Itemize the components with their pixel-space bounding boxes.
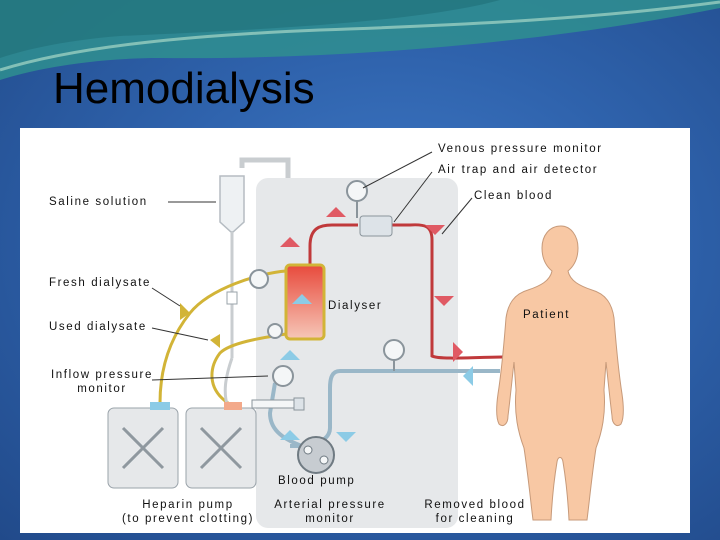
label-inflow-pressure-monitor: Inflow pressure monitor xyxy=(51,369,153,395)
venous-pressure-gauge xyxy=(346,180,368,202)
label-patient: Patient xyxy=(523,309,571,321)
hemodialysis-diagram: Venous pressure monitor Air trap and air… xyxy=(20,128,690,533)
label-fresh-dialysate: Fresh dialysate xyxy=(49,277,151,289)
used-dialysate-valve xyxy=(267,323,283,339)
fresh-dialysate-container xyxy=(107,402,179,489)
label-venous-pressure-monitor: Venous pressure monitor xyxy=(438,143,603,155)
label-saline-solution: Saline solution xyxy=(49,196,148,208)
heparin-syringe xyxy=(251,399,295,409)
leader-lines xyxy=(151,151,473,381)
label-removed-blood: Removed blood for cleaning xyxy=(424,499,526,525)
flow-arrows-blue xyxy=(280,294,473,442)
air-trap-detector xyxy=(359,215,393,237)
fresh-dialysate-valve xyxy=(249,269,269,289)
saline-stand xyxy=(239,157,291,178)
inflow-pressure-gauge xyxy=(272,365,294,387)
arterial-line xyxy=(308,223,504,360)
label-dialyser: Dialyser xyxy=(328,300,383,312)
label-air-trap: Air trap and air detector xyxy=(438,164,599,176)
label-heparin-pump: Heparin pump (to prevent clotting) xyxy=(121,499,255,525)
label-blood-pump: Blood pump xyxy=(278,475,356,487)
dialysate-arrows-yellow xyxy=(180,303,220,348)
arterial-pressure-gauge xyxy=(383,339,405,361)
blood-pump-rotor xyxy=(297,436,335,474)
used-dialysate-container xyxy=(185,402,257,489)
saline-bag xyxy=(219,175,245,233)
patient-body xyxy=(496,225,624,521)
top-wave-dark xyxy=(0,0,500,58)
top-wave-light xyxy=(0,0,720,72)
saline-drip-chamber xyxy=(226,291,238,305)
drain-line xyxy=(223,357,234,409)
label-clean-blood: Clean blood xyxy=(474,190,553,202)
label-arterial-pressure-monitor: Arterial pressure monitor xyxy=(274,499,386,525)
slide-title: Hemodialysis xyxy=(53,64,315,113)
flow-arrows-red xyxy=(280,207,463,362)
label-used-dialysate: Used dialysate xyxy=(49,321,147,333)
used-dialysate-line xyxy=(210,332,287,405)
